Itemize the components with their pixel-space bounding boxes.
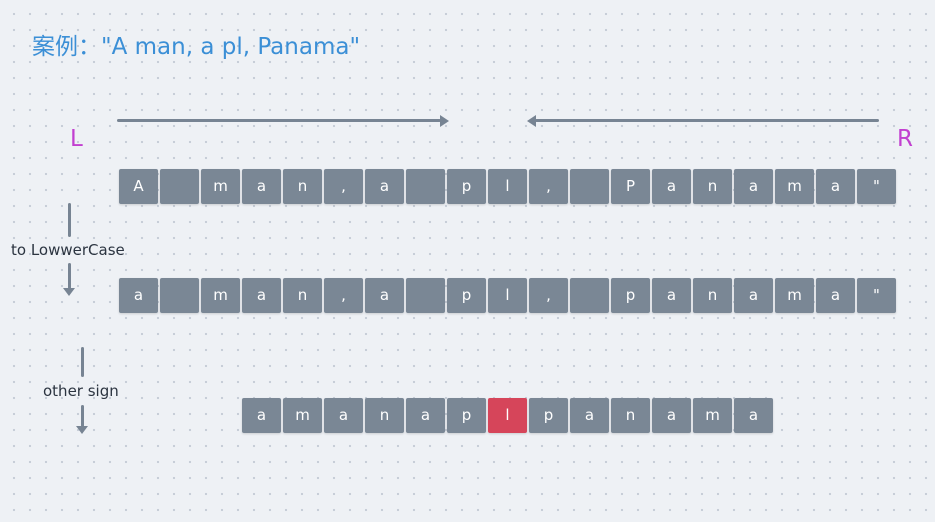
char-cell: p [611,278,650,313]
char-cell: P [611,169,650,204]
char-cell: l [488,169,527,204]
char-cell [160,169,199,204]
char-cell: " [857,169,896,204]
char-cell [570,169,609,204]
char-cell: A [119,169,158,204]
char-cell: n [693,278,732,313]
char-cell: p [447,169,486,204]
right-pointer-label: R [897,126,913,152]
char-cell: p [447,398,486,433]
char-cell: m [201,169,240,204]
char-cell: , [529,278,568,313]
step2-arrow-top-line [81,347,84,377]
char-cell: m [201,278,240,313]
char-cell: n [693,169,732,204]
char-cell [570,278,609,313]
left-pointer-label: L [70,126,83,152]
char-cell [406,169,445,204]
char-cell: p [447,278,486,313]
arrow-down-icon [63,288,75,296]
char-cell: a [652,169,691,204]
char-cell: a [816,169,855,204]
arrow-right-icon [440,115,449,127]
char-cell: n [365,398,404,433]
char-cell: a [324,398,363,433]
char-cell: a [365,169,404,204]
char-cell: p [529,398,568,433]
arrow-down-icon [76,426,88,434]
char-cell: a [406,398,445,433]
char-cell: m [693,398,732,433]
char-cell: a [242,398,281,433]
char-cell: a [652,278,691,313]
char-cell: n [283,278,322,313]
char-cell: a [652,398,691,433]
right-to-left-arrow-line [535,119,879,122]
step2-arrow-bottom-line [81,405,84,427]
char-cell: " [857,278,896,313]
char-cell: a [242,278,281,313]
step1-arrow-bottom-line [68,263,71,289]
char-cell: , [529,169,568,204]
left-to-right-arrow-line [117,119,441,122]
arrow-left-icon [527,115,536,127]
char-cell-highlighted: l [488,398,527,433]
char-cell: m [775,278,814,313]
char-cell: a [570,398,609,433]
step-other-sign-label: other sign [43,382,119,400]
char-cell: a [365,278,404,313]
char-cell: a [734,169,773,204]
char-cell: a [734,398,773,433]
char-cell: n [611,398,650,433]
char-cell: m [775,169,814,204]
char-cell: a [242,169,281,204]
char-cell: m [283,398,322,433]
char-cell: a [119,278,158,313]
step-lowercase-label: to LowwerCase [11,241,125,259]
char-cell [406,278,445,313]
char-cell [160,278,199,313]
page-title: 案例："A man, a pl, Panama" [32,34,361,60]
char-cell: , [324,278,363,313]
char-cell: a [816,278,855,313]
char-cell: n [283,169,322,204]
char-cell: , [324,169,363,204]
char-cell: a [734,278,773,313]
char-cell: l [488,278,527,313]
step1-arrow-top-line [68,203,71,237]
